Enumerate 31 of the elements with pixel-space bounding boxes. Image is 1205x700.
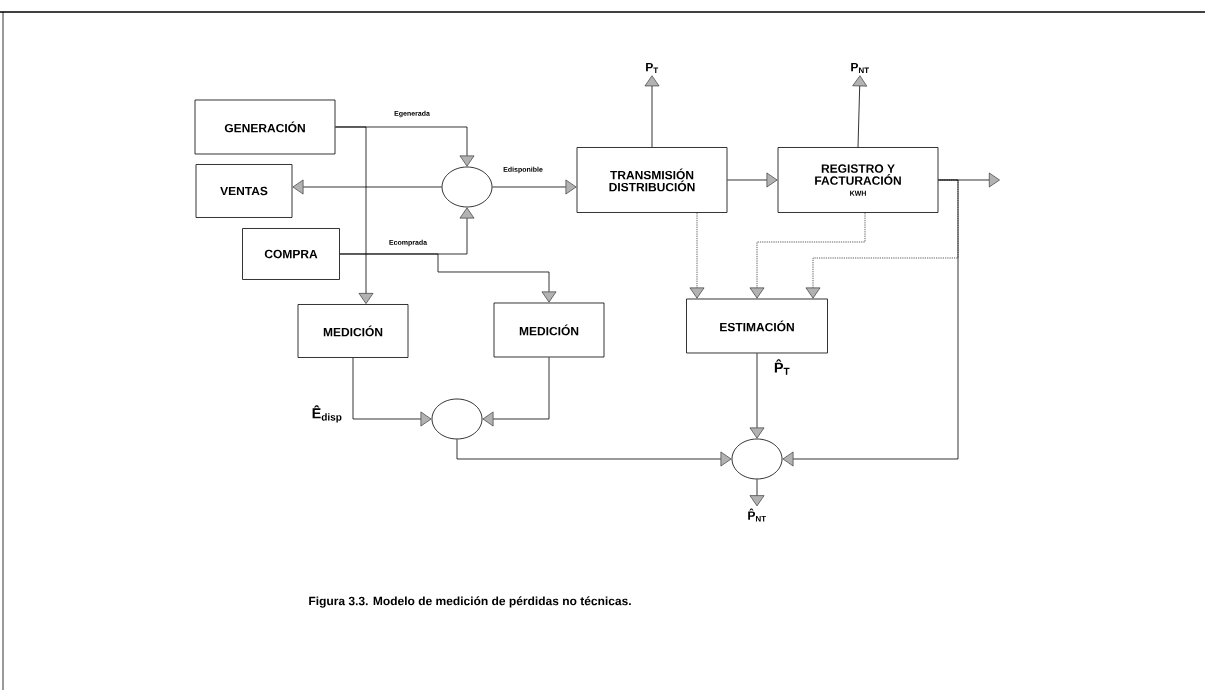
process-box: VENTAS bbox=[195, 164, 293, 218]
output-symbol: P$_{NT}$ bbox=[851, 62, 869, 73]
arrow bbox=[456, 439, 732, 467]
caption: Figura 3.3. Modelo de medición de pérdidas no técnicas. bbox=[309, 596, 631, 608]
arrow bbox=[689, 212, 705, 299]
arrow bbox=[492, 179, 577, 195]
arrow bbox=[352, 357, 432, 427]
arrow bbox=[335, 126, 374, 304]
process-box: ESTIMACIÓN bbox=[686, 298, 828, 354]
arrow bbox=[749, 212, 866, 299]
summing-circle bbox=[441, 166, 493, 208]
arrow bbox=[749, 353, 765, 439]
arrow bbox=[749, 479, 765, 507]
process-box: GENERACIÓN bbox=[194, 99, 336, 155]
process-box: COMPRA bbox=[242, 228, 340, 280]
output-symbol: P$_{T}$ bbox=[646, 62, 659, 73]
arrow bbox=[292, 179, 442, 195]
summing-circle bbox=[731, 438, 783, 480]
arrow bbox=[727, 172, 778, 188]
arrow bbox=[782, 179, 959, 467]
arrow bbox=[339, 253, 557, 303]
edge-label: Ê$_{disp}$ bbox=[310, 404, 344, 424]
summing-circle bbox=[431, 398, 483, 440]
process-box: MEDICIÓN bbox=[493, 302, 605, 358]
edge-label: P̂$_{T}$ bbox=[772, 358, 792, 376]
process-box: MEDICIÓN bbox=[297, 304, 409, 358]
arrow bbox=[852, 75, 868, 148]
process-box: TRANSMISIÓN DISTRIBUCIÓN bbox=[576, 147, 728, 213]
output-symbol: P̂$_{NT}$ bbox=[748, 508, 766, 522]
arrow bbox=[482, 357, 550, 427]
arrow bbox=[644, 75, 660, 148]
